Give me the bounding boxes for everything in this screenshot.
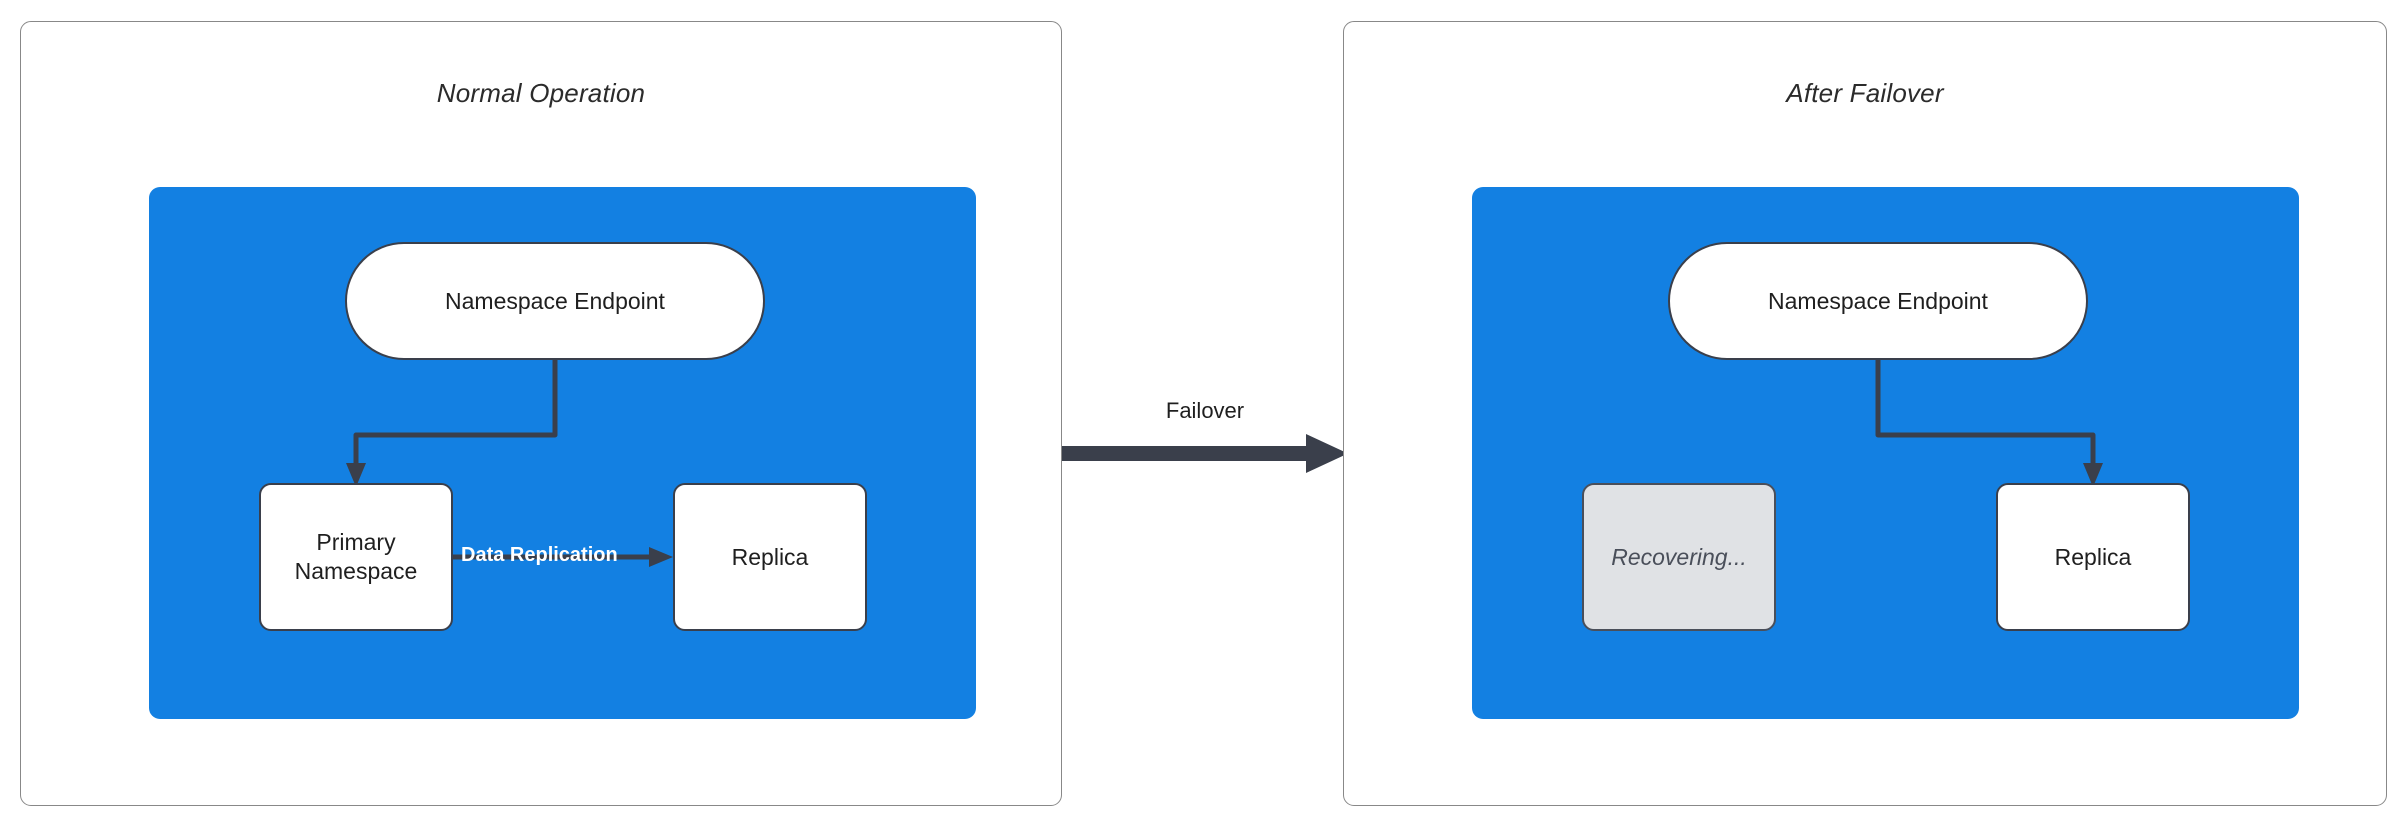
panel-after-failover: After Failover Namespace Endpoint Recove… xyxy=(1343,21,2387,806)
edge-label-data-replication: Data Replication xyxy=(461,544,618,566)
node-replica-failover[interactable]: Replica xyxy=(1996,483,2190,631)
node-primary-namespace-line2: Namespace xyxy=(294,558,418,584)
failover-transition: Failover xyxy=(1062,398,1348,490)
blue-region-normal-operation: Namespace Endpoint Primary Namespace Rep… xyxy=(149,187,976,719)
panel-title-after-failover: After Failover xyxy=(1786,78,1944,108)
node-primary-namespace-label: Primary Namespace xyxy=(295,528,418,585)
panel-title-normal-operation: Normal Operation xyxy=(436,78,646,108)
node-recovering[interactable]: Recovering... xyxy=(1582,483,1776,631)
node-replica-normal[interactable]: Replica xyxy=(673,483,867,631)
blue-region-after-failover: Namespace Endpoint Recovering... Replica xyxy=(1472,187,2299,719)
failover-arrow-icon xyxy=(1062,434,1348,473)
failover-label: Failover xyxy=(1165,398,1245,423)
node-namespace-endpoint-normal[interactable]: Namespace Endpoint xyxy=(345,242,765,360)
panel-normal-operation: Normal Operation Namespace Endpoint Prim… xyxy=(20,21,1062,806)
node-primary-namespace[interactable]: Primary Namespace xyxy=(259,483,453,631)
node-namespace-endpoint-failover[interactable]: Namespace Endpoint xyxy=(1668,242,2088,360)
node-primary-namespace-line1: Primary xyxy=(316,529,396,556)
